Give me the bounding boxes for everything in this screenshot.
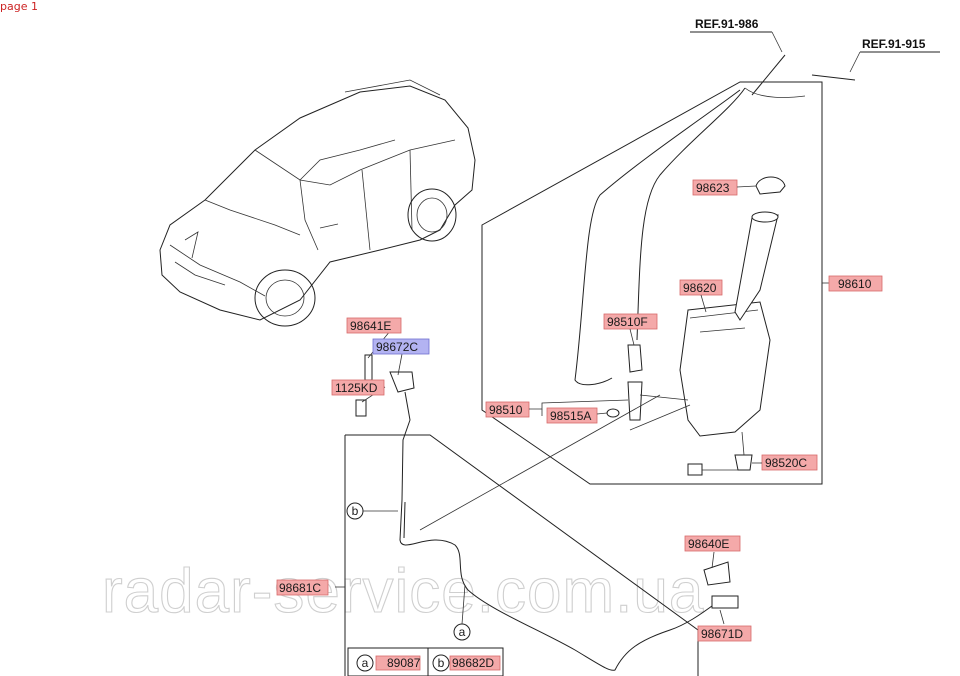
- svg-text:b: b: [438, 656, 445, 670]
- washer-hose: [399, 394, 717, 671]
- callout-98671D: 98671D: [697, 625, 752, 642]
- svg-text:98641E: 98641E: [350, 319, 391, 333]
- callout-1125KD: 1125KD: [331, 379, 385, 396]
- callout-98515A: 98515A: [546, 407, 608, 424]
- hose-frame: [335, 434, 699, 676]
- callout-98610: 98610: [828, 275, 883, 292]
- watermark-text: radar-service.com.ua: [102, 557, 704, 626]
- callout-98641E: 98641E: [346, 317, 402, 334]
- svg-text:98510F: 98510F: [607, 315, 648, 329]
- svg-text:1125KD: 1125KD: [335, 381, 378, 395]
- marker-b-top: b: [346, 502, 398, 520]
- ref-91-986: REF.91-986: [695, 17, 759, 31]
- svg-text:98640E: 98640E: [688, 537, 729, 551]
- callout-98510: 98510: [485, 399, 629, 418]
- svg-text:98682D: 98682D: [452, 656, 494, 670]
- ref-91-915: REF.91-915: [862, 37, 926, 51]
- page-label: page 1: [0, 0, 38, 13]
- svg-text:98623: 98623: [696, 181, 730, 195]
- callout-98640E: 98640E: [684, 535, 741, 552]
- washer-reservoir: [606, 176, 786, 476]
- legend-item-a: a 89087: [356, 654, 421, 672]
- svg-text:98610: 98610: [838, 277, 872, 291]
- legend-table: a 89087 b 98682D: [347, 647, 504, 676]
- svg-text:98520C: 98520C: [765, 456, 807, 470]
- callout-98681C: 98681C: [276, 579, 329, 596]
- svg-text:b: b: [352, 504, 359, 518]
- callout-98623: 98623: [692, 179, 757, 196]
- nozzle-assembly: [355, 324, 415, 501]
- reservoir-frame: [481, 81, 830, 485]
- callout-98672C: 98672C: [372, 338, 430, 355]
- marker-a: a: [453, 584, 471, 641]
- svg-text:a: a: [362, 656, 369, 670]
- callout-98520C: 98520C: [752, 454, 818, 471]
- washer-nozzle-right: [703, 551, 739, 625]
- svg-text:98681C: 98681C: [279, 581, 321, 595]
- callout-98510F: 98510F: [603, 313, 658, 346]
- reference-leaders: [690, 31, 940, 96]
- svg-text:89087: 89087: [387, 656, 421, 670]
- reservoir-hoses: [574, 87, 806, 386]
- car-illustration: [159, 79, 476, 327]
- callout-98620: 98620: [679, 279, 723, 313]
- svg-text:98671D: 98671D: [701, 627, 743, 641]
- legend-item-b: b 98682D: [432, 654, 501, 672]
- svg-text:98620: 98620: [683, 281, 717, 295]
- svg-text:a: a: [459, 625, 466, 639]
- svg-text:98515A: 98515A: [550, 409, 591, 423]
- svg-text:98510: 98510: [489, 403, 523, 417]
- svg-text:98672C: 98672C: [376, 340, 418, 354]
